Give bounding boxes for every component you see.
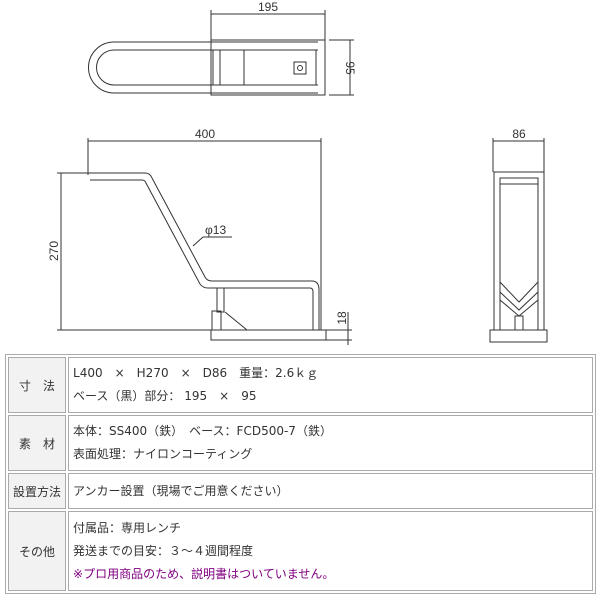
table-row: 寸 法 L400 × H270 × D86 重量：2.6ｋｇ ベース（黒）部分：…: [8, 357, 593, 413]
row-content: アンカー設置（現場でご用意ください）: [68, 473, 593, 509]
dim-95: 95: [343, 61, 357, 75]
row-content: 付属品：専用レンチ 発送までの目安：３～４週間程度 ※プロ用商品のため、説明書は…: [68, 511, 593, 591]
spec-line: アンカー設置（現場でご用意ください）: [73, 483, 289, 498]
dim-86: 86: [512, 127, 526, 141]
row-header: その他: [8, 511, 67, 591]
technical-drawing: 195 95 400 270 φ13 18 86: [47, 0, 548, 345]
spec-line: L400 × H270 × D86 重量：2.6ｋｇ: [73, 366, 319, 380]
note-line: ※プロ用商品のため、説明書はついていません。: [73, 566, 335, 581]
spec-line: 付属品：専用レンチ: [73, 520, 182, 535]
side-view: [489, 138, 548, 343]
table-row: 素 材 本体：SS400（鉄） ベース：FCD500-7（鉄） 表面処理：ナイロ…: [8, 415, 593, 471]
dim-pipe-diameter: φ13: [205, 223, 226, 237]
row-content: L400 × H270 × D86 重量：2.6ｋｇ ベース（黒）部分： 195…: [68, 357, 593, 413]
table-row: 設置方法 アンカー設置（現場でご用意ください）: [8, 473, 593, 509]
row-content: 本体：SS400（鉄） ベース：FCD500-7（鉄） 表面処理：ナイロンコーテ…: [68, 415, 593, 471]
dim-18: 18: [335, 311, 349, 325]
spec-table: 寸 法 L400 × H270 × D86 重量：2.6ｋｇ ベース（黒）部分：…: [5, 354, 596, 594]
top-view: [88, 10, 354, 96]
spec-line: 発送までの目安：３～４週間程度: [73, 543, 254, 558]
dim-270: 270: [47, 241, 61, 261]
spec-line: 本体：SS400（鉄） ベース：FCD500-7（鉄）: [73, 424, 332, 438]
dim-195: 195: [258, 0, 278, 14]
row-header: 設置方法: [8, 473, 67, 509]
spec-line: 表面処理：ナイロンコーティング: [73, 447, 253, 461]
front-view: [57, 138, 352, 345]
dim-400: 400: [195, 127, 215, 141]
row-header: 素 材: [8, 415, 67, 471]
spec-line: ベース（黒）部分： 195 × 95: [73, 389, 257, 403]
row-header: 寸 法: [8, 357, 67, 413]
table-row: その他 付属品：専用レンチ 発送までの目安：３～４週間程度 ※プロ用商品のため、…: [8, 511, 593, 591]
